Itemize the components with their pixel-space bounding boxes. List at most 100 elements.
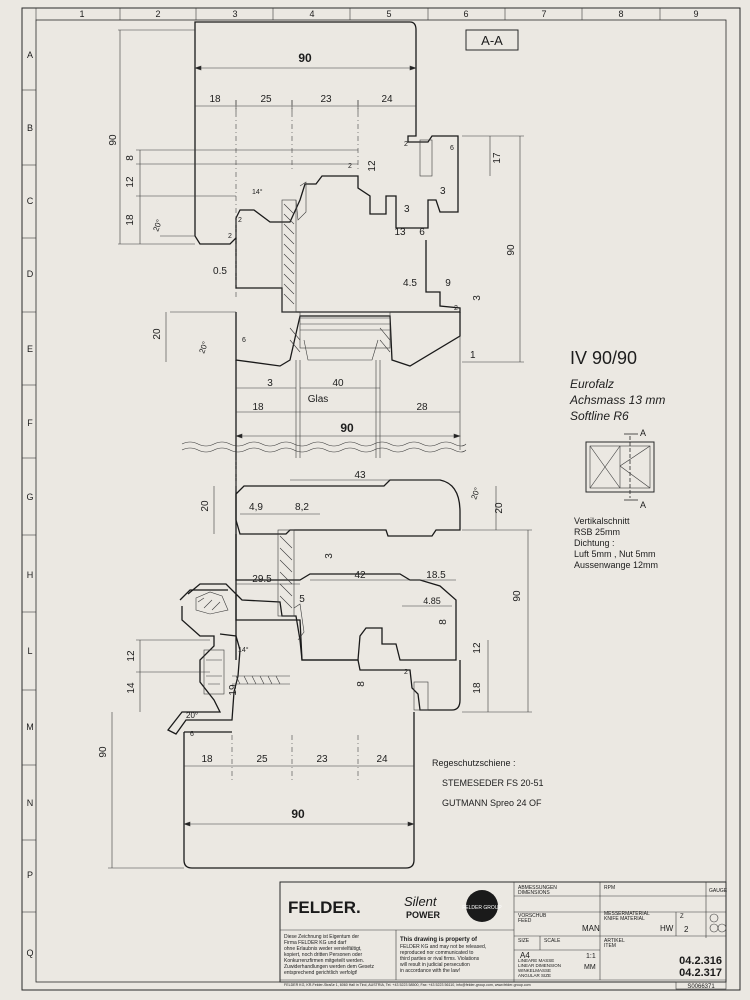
section-label-box: A-A: [465, 29, 519, 51]
dim-mid-13: 13: [394, 227, 406, 238]
dim-bottom-18: 18: [201, 754, 213, 765]
angle-20-frame: 20°: [186, 711, 198, 720]
legal-de-6: Zuwiderhandlungen werden dem Gesetz: [284, 964, 375, 970]
grid-row-d: D: [27, 269, 34, 279]
dim-lower-8: 8: [438, 619, 449, 625]
angle-20-top: 20°: [151, 218, 164, 232]
dim-mid-3a: 3: [440, 186, 446, 197]
legal-de-7: entsprechend gerichtlich verfolgt!: [284, 970, 357, 976]
center-lines: [231, 100, 359, 780]
note-2a: 2: [348, 163, 352, 170]
rail-item-1: STEMESEDER FS 20-51: [442, 778, 544, 788]
dim-mid-3b: 3: [404, 204, 410, 215]
angular-de: WINKELMASSE: [518, 968, 551, 973]
note-outer: Aussenwange 12mm: [574, 560, 658, 570]
rail-title: Regeschutzschiene :: [432, 758, 516, 768]
dim-lower-4-9: 4,9: [249, 502, 263, 513]
linear-en: LINEAR DIMENSION: [518, 963, 561, 968]
product-line-2: Achsmass 13 mm: [569, 393, 665, 407]
dim-lower-8-2: 8,2: [295, 502, 309, 513]
knife-de: MESSERMATERIAL: [604, 911, 650, 917]
dim-right-90: 90: [506, 244, 517, 256]
grid-col-8: 8: [618, 9, 623, 19]
grid-row-p: P: [27, 870, 33, 880]
grid-col-9: 9: [693, 9, 698, 19]
grid-row-a: A: [27, 50, 33, 60]
dim-1: 1: [470, 350, 476, 361]
dim-lower-42: 42: [354, 570, 366, 581]
item-number-1: 04.2.316: [679, 955, 722, 967]
grid-col-1: 1: [79, 9, 84, 19]
dim-lower-20-left: 20: [200, 500, 211, 512]
feed-en: FEED: [518, 918, 532, 924]
dim-de: ABMESSUNGEN: [518, 885, 557, 891]
silent-logo-text: Silent: [404, 894, 438, 909]
angle-20-lower: 20°: [469, 486, 482, 500]
dim-left-lower-14: 14: [126, 682, 137, 694]
lower-frame-profile: [167, 583, 461, 735]
dim-bottom-25: 25: [256, 754, 268, 765]
item-number-2: 04.2.317: [679, 967, 722, 979]
angle-20-glass: 20°: [197, 340, 210, 354]
dim-bottom-24: 24: [376, 754, 388, 765]
artikel-de: ARTIKEL: [604, 938, 625, 944]
dim-0-5: 0.5: [213, 266, 227, 277]
angle-14-lower: 14°: [238, 646, 249, 654]
scale-label: SCALE: [544, 938, 561, 944]
note-2b: 2: [404, 141, 408, 148]
cut-label-top: A: [640, 428, 646, 438]
legal-en-2: FELDER KG and may not be released,: [400, 944, 486, 950]
section-notes: Vertikalschnitt RSB 25mm Dichtung : Luft…: [574, 516, 658, 570]
note-2-lower: 2: [404, 669, 408, 676]
note-6-right: 6: [450, 145, 454, 152]
label-glas: Glas: [308, 394, 329, 405]
note-6-glass: 6: [242, 337, 246, 344]
grid-row-h: H: [27, 570, 34, 580]
dim-lower-4-85: 4.85: [423, 596, 441, 606]
drawing-number: S0066371: [687, 984, 715, 990]
dim-9: 9: [445, 278, 451, 289]
legal-en-6: in accordance with the law!: [400, 968, 460, 974]
note-6-frame: 6: [190, 731, 194, 738]
company-address: FELDER KG, KR-Felder-Straße 1, 6060 Hall…: [284, 983, 531, 987]
dim-left-90: 90: [108, 134, 119, 146]
dim-lower-5: 5: [299, 594, 305, 605]
dim-lower-20-right: 20: [494, 502, 505, 514]
glass-bead: [235, 311, 461, 367]
grid-row-c: C: [27, 196, 34, 206]
legal-en-3: reproduced nor communicated to: [400, 950, 474, 956]
note-seal: Dichtung :: [574, 538, 615, 548]
legal-en-1: This drawing is property of: [400, 937, 478, 943]
legal-de-2: Firma FELDER KG und darf: [284, 940, 347, 946]
dim-bottom-23: 23: [316, 754, 328, 765]
dim-4-5: 4.5: [403, 278, 417, 289]
gauge-circle-3: [717, 923, 727, 933]
rail-item-2: GUTMANN Spreo 24 OF: [442, 798, 542, 808]
dim-top-23: 23: [320, 94, 332, 105]
z-label: Z: [680, 914, 684, 920]
grid-row-m: M: [26, 722, 34, 732]
note-2c: 2: [228, 233, 232, 240]
knife-value: HW: [660, 924, 674, 933]
brand-name: FELDER.: [288, 898, 361, 917]
size-value: A4: [520, 951, 530, 960]
angle-14-top: 14°: [252, 188, 263, 196]
grid-col-5: 5: [386, 9, 391, 19]
rpm-label: RPM: [604, 885, 615, 891]
lower-tool-body: [183, 712, 415, 869]
dim-lower-12-right: 12: [472, 642, 483, 654]
dim-left-8: 8: [125, 155, 136, 161]
power-logo-text: POWER: [406, 910, 441, 920]
dim-left-lower-19: 19: [228, 684, 239, 696]
note-rsb: RSB 25mm: [574, 527, 620, 537]
grid-row-q: Q: [26, 948, 33, 958]
grid-col-4: 4: [309, 9, 314, 19]
dim-lower-18-5: 18.5: [426, 570, 446, 581]
legal-de-1: Diese Zeichnung ist Eigentum der: [284, 934, 359, 940]
size-label: SIZE: [518, 938, 530, 944]
dim-glass-28: 28: [416, 402, 428, 413]
felder-group-badge: [466, 890, 498, 922]
dim-3-upper: 3: [472, 295, 483, 301]
feed-value: MAN: [582, 924, 600, 933]
